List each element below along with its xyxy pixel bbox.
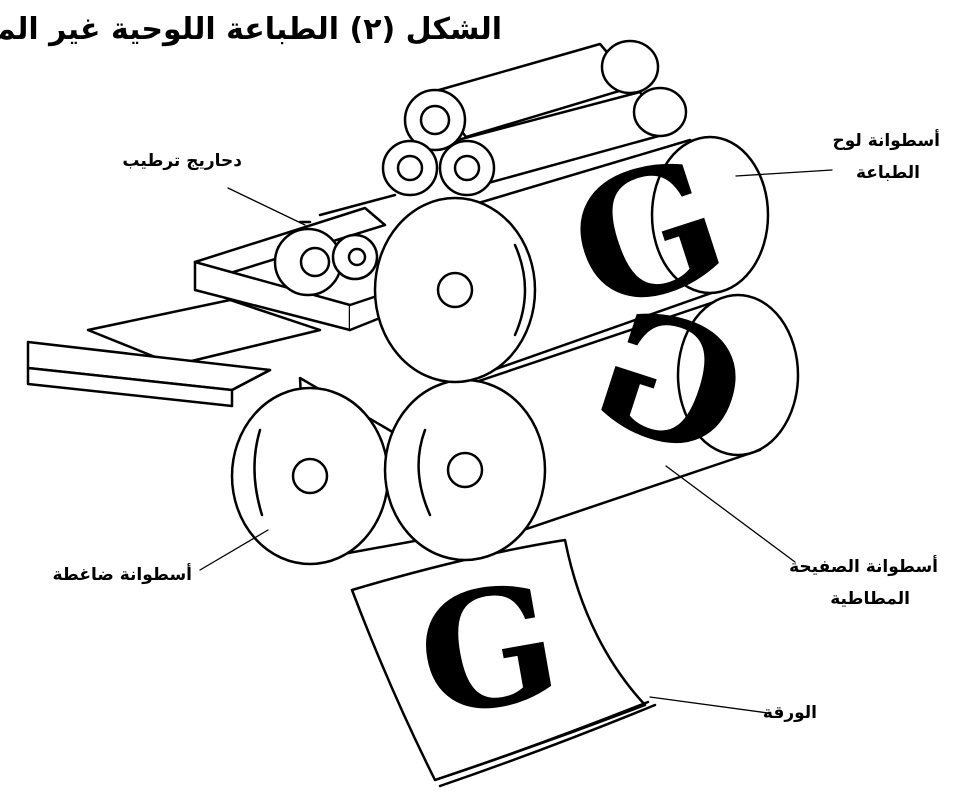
leader-plate bbox=[735, 169, 833, 177]
label-blanket-cylinder-2: المطاطية bbox=[830, 589, 910, 609]
figure-title: الشكل (٢) الطباعة اللوحية غير المباشرة bbox=[0, 12, 502, 47]
leader-impression bbox=[199, 529, 269, 571]
leader-dampening bbox=[227, 187, 306, 226]
leader-lines bbox=[199, 169, 833, 714]
leader-paper bbox=[649, 696, 769, 714]
label-dampening-rollers: دحاريج ترطيب bbox=[122, 151, 242, 171]
plate-cylinder bbox=[373, 135, 770, 384]
label-impression-cylinder: أسطوانة ضاغطة bbox=[52, 565, 193, 585]
blanket-cylinder bbox=[383, 293, 800, 562]
feed-boards bbox=[26, 298, 322, 408]
paper-image-letter: G bbox=[404, 545, 572, 755]
ink-rollers bbox=[381, 39, 688, 197]
label-plate-cylinder-2: الطباعة bbox=[855, 163, 920, 183]
impression-cylinder bbox=[230, 376, 422, 566]
paper-sheet bbox=[350, 538, 657, 788]
water-tray bbox=[193, 193, 397, 332]
leader-blanket bbox=[665, 465, 796, 563]
label-plate-cylinder-1: أسطوانة لوح bbox=[832, 131, 941, 151]
label-paper: الورقة bbox=[762, 703, 817, 723]
label-blanket-cylinder-1: أسطوانة الصفيحة bbox=[789, 557, 938, 577]
